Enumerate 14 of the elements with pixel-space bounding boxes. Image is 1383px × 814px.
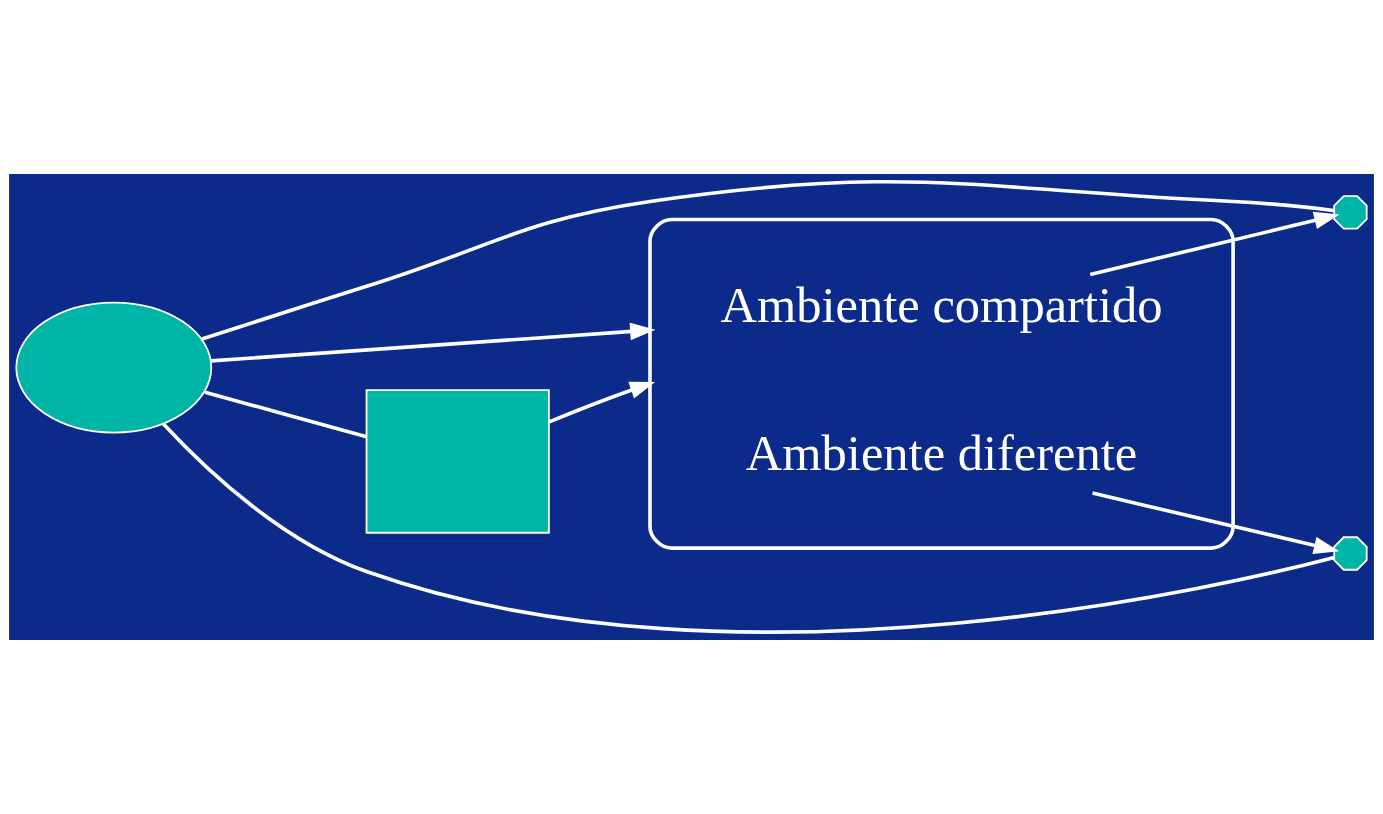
node-octagon xyxy=(1333,536,1368,571)
arrow xyxy=(210,322,656,363)
connector xyxy=(161,422,1335,634)
node-text: Ambiente compartido xyxy=(720,277,1163,334)
node-ellipse xyxy=(15,301,213,434)
node-box xyxy=(365,389,550,534)
arrow xyxy=(1092,491,1340,555)
cluster xyxy=(648,217,1235,550)
arrow xyxy=(548,381,656,424)
node-text: Ambiente diferente xyxy=(745,425,1138,482)
connector xyxy=(201,180,1334,341)
arrow xyxy=(1089,211,1340,277)
connector xyxy=(204,390,367,439)
node-octagon xyxy=(1333,195,1368,230)
